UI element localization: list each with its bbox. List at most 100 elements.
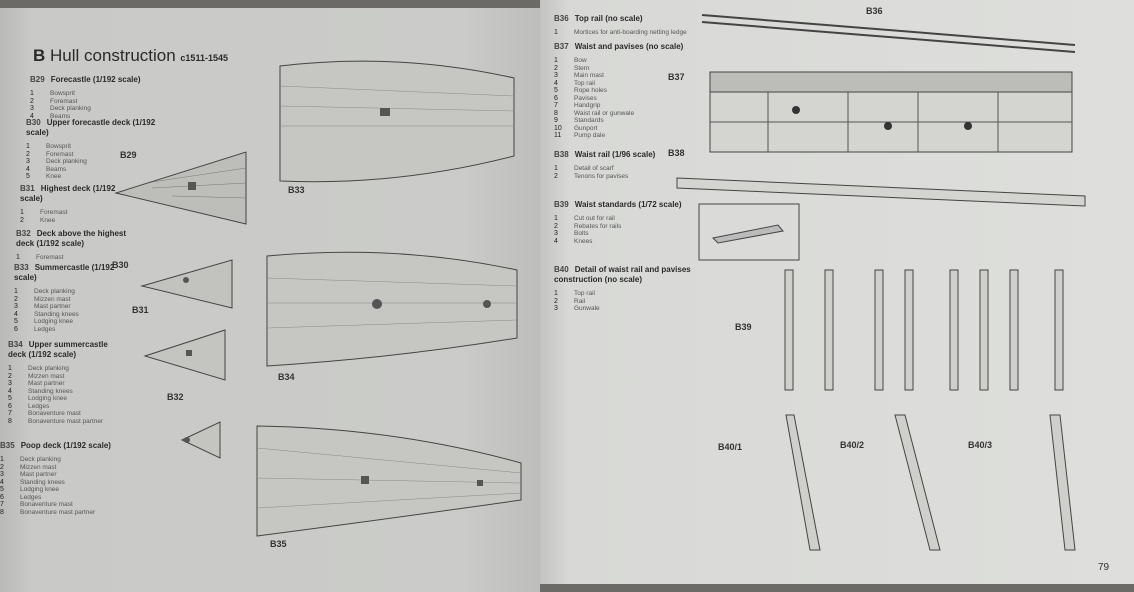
figure-label: B31 <box>132 305 149 315</box>
diagram-b38-scarf-detail <box>698 203 800 261</box>
page-number: 79 <box>1098 562 1110 573</box>
diagram-b31 <box>143 329 226 381</box>
diagram-b38 <box>676 177 1086 207</box>
diagram-b33 <box>279 60 515 183</box>
diagram-b40 <box>785 414 1076 551</box>
figure-label: B40/1 <box>718 442 743 452</box>
figure-label: B37 <box>668 72 685 82</box>
diagram-b37 <box>709 71 1073 153</box>
chapter-title: B Hull construction c1511-1545 <box>33 46 228 65</box>
diagram-b35 <box>256 425 522 537</box>
figure-label: B30 <box>112 260 129 270</box>
diagram-b36 <box>701 14 1076 53</box>
figure-label: B39 <box>735 322 752 332</box>
diagram-b32 <box>180 421 221 459</box>
figure-label: B38 <box>668 148 685 158</box>
figure-label: B33 <box>288 185 305 195</box>
figure-label: B35 <box>270 539 287 549</box>
figure-label: B40/2 <box>840 440 865 450</box>
diagram-b39 <box>784 269 1064 391</box>
figure-label: B36 <box>866 6 883 16</box>
diagram-b30 <box>140 259 233 309</box>
figure-label: B32 <box>167 392 184 402</box>
figure-label: B29 <box>120 150 137 160</box>
